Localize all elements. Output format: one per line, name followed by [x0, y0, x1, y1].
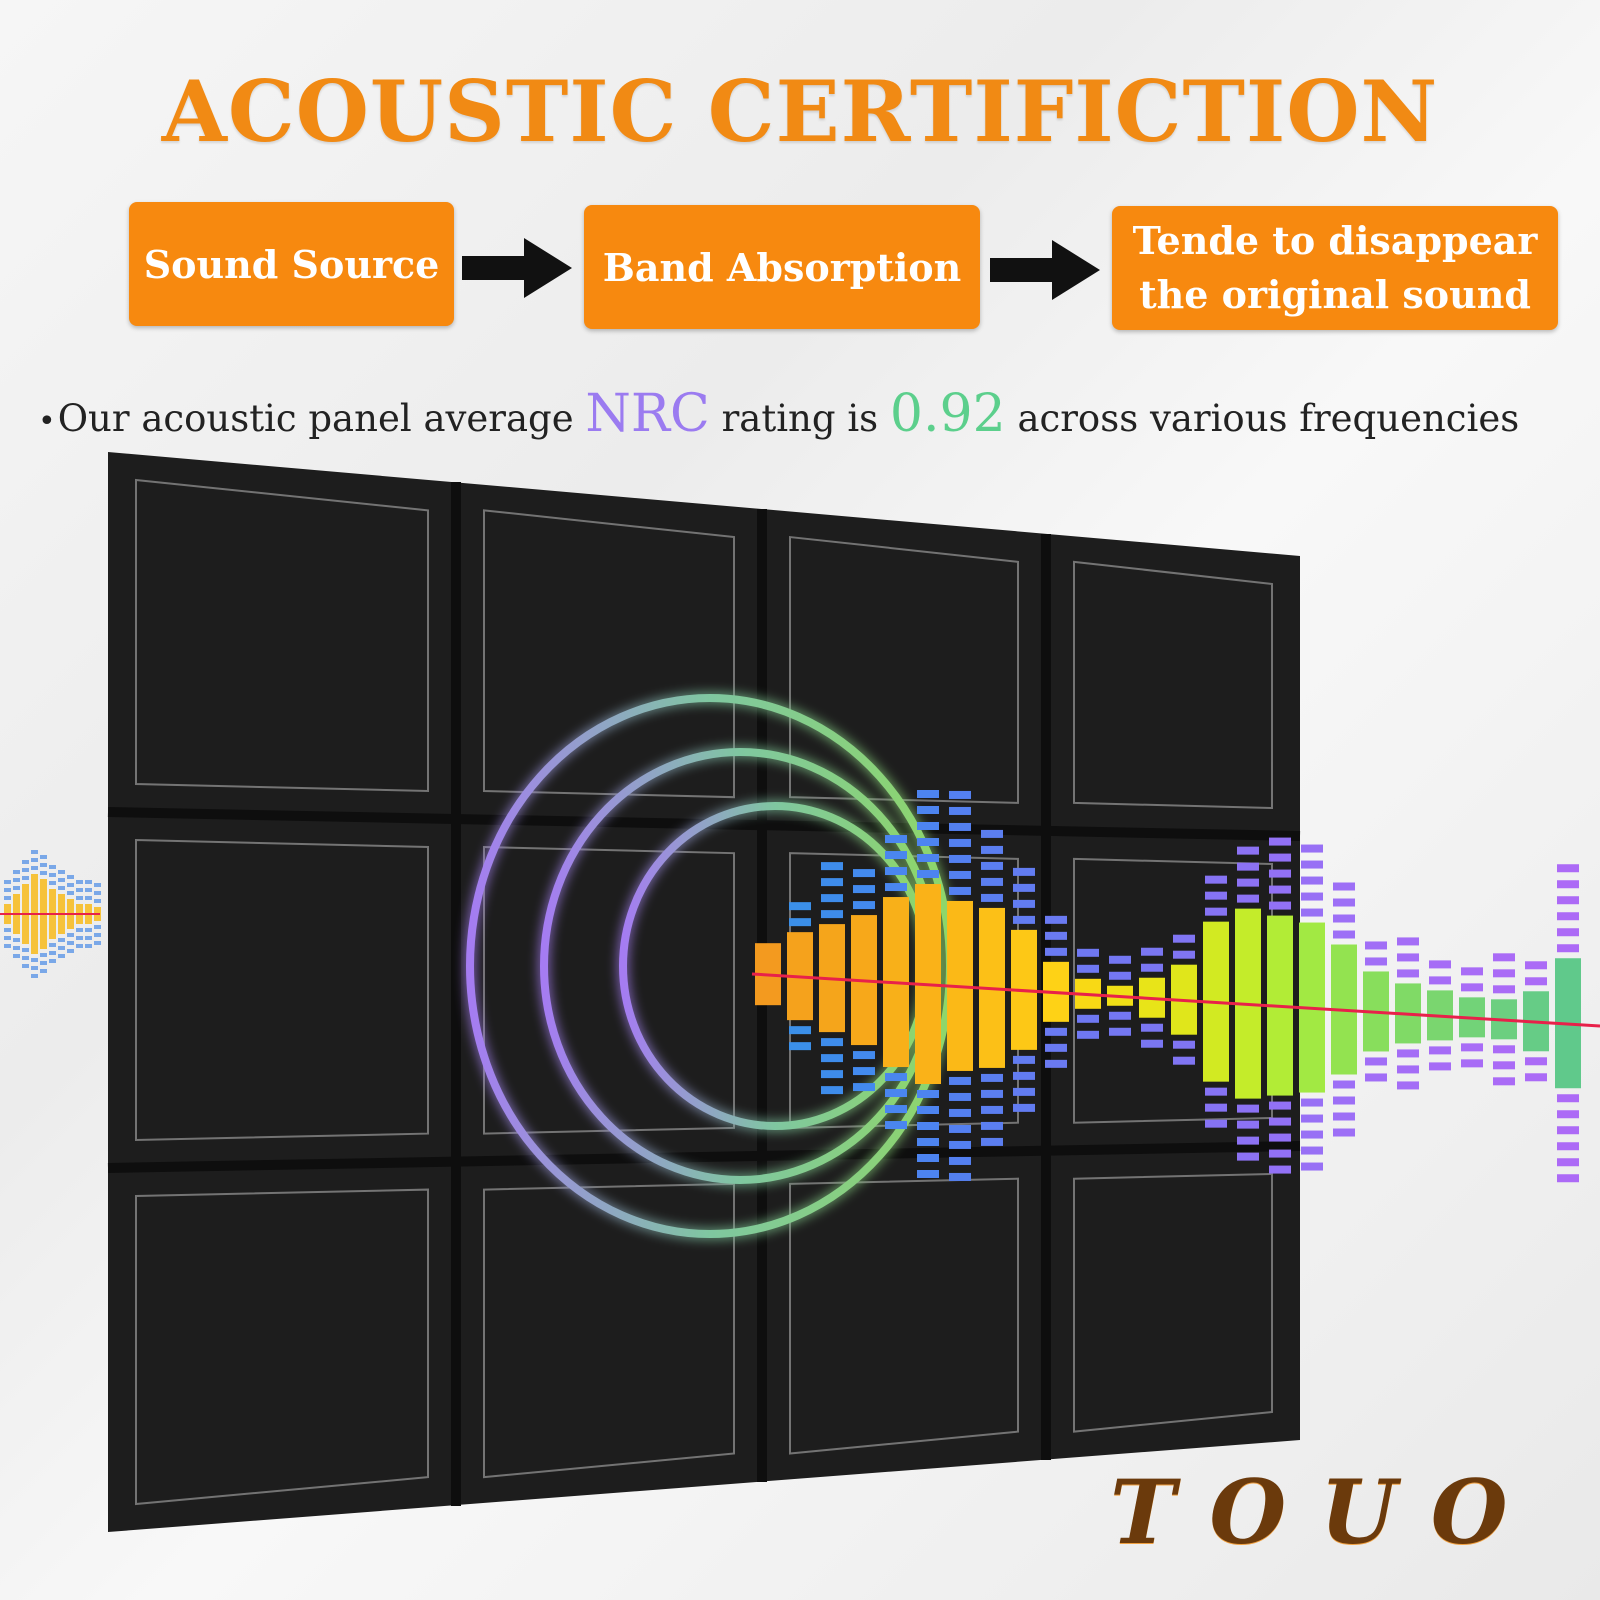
- step-label: Sound Source: [143, 241, 440, 287]
- step-label: Band Absorption: [602, 244, 962, 290]
- nrc-suffix: across various frequencies: [1005, 397, 1520, 440]
- step-sound-source: Sound Source: [129, 202, 454, 326]
- panel-tile: [483, 845, 735, 1135]
- nrc-middle: rating is: [709, 397, 890, 440]
- page-title: ACOUSTIC CERTIFICTION: [161, 62, 1439, 161]
- panel-tile: [789, 852, 1019, 1129]
- step-label-line2: the original sound: [1139, 272, 1531, 317]
- step-label-line1: Tende to disappear: [1132, 218, 1538, 263]
- panel-tile: [135, 838, 429, 1142]
- brand-logo: TOUO: [1110, 1460, 1542, 1564]
- nrc-statement: •Our acoustic panel average NRC rating i…: [38, 384, 1519, 444]
- arrow-right-icon: [990, 240, 1100, 300]
- panel-tile: [135, 478, 429, 793]
- panel-tile: [483, 1182, 735, 1479]
- panel-tile: [483, 509, 735, 799]
- nrc-prefix: Our acoustic panel average: [57, 397, 586, 440]
- signal-line: [751, 972, 1600, 1028]
- left-waveform: [0, 850, 101, 978]
- panel-tile: [1073, 560, 1273, 810]
- arrow-right-icon: [462, 238, 572, 298]
- bullet-icon: •: [38, 404, 56, 439]
- panel-tile: [135, 1188, 429, 1506]
- panel-tile: [789, 1177, 1019, 1455]
- eq-bar: [819, 862, 845, 1095]
- step-band-absorption: Band Absorption: [584, 205, 980, 329]
- panel-tile: [1073, 1172, 1273, 1433]
- step-disappear-sound: Tende to disappear the original sound: [1112, 206, 1558, 330]
- nrc-metric: NRC: [585, 384, 710, 444]
- nrc-value: 0.92: [889, 384, 1006, 444]
